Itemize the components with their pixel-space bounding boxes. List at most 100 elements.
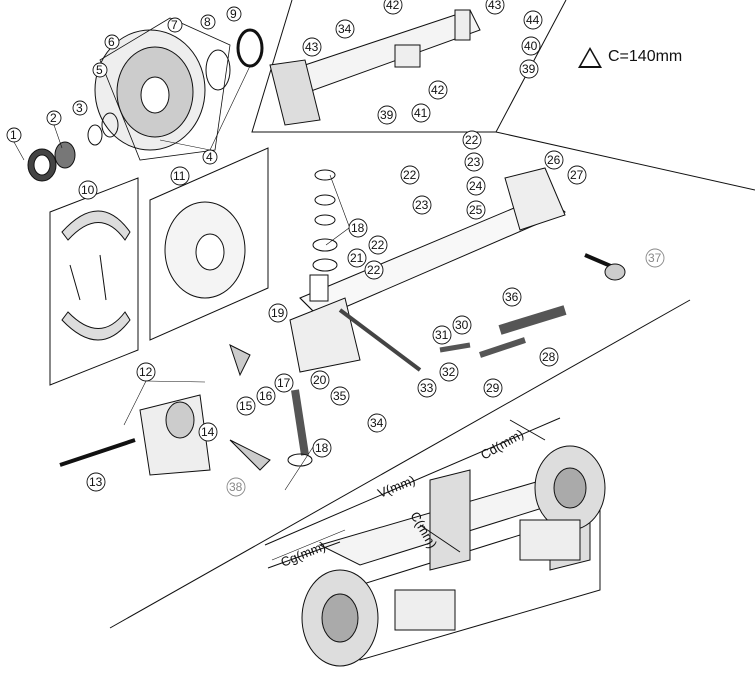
callout-34b [335,19,355,39]
svg-text:26: 26 [547,153,561,167]
callout-36 [502,287,522,307]
callout-42a [383,0,403,15]
svg-text:29: 29 [486,381,500,395]
svg-text:14: 14 [201,425,215,439]
callout-31 [432,325,452,345]
bogie-assembly [301,445,606,667]
axle-beam [289,167,566,373]
svg-text:8: 8 [204,15,211,29]
svg-text:2: 2 [50,111,57,125]
callout-44 [523,10,543,30]
callout-3 [72,100,88,116]
callout-43b [485,0,505,15]
callout-22b [462,130,482,150]
callout-26 [544,150,564,170]
svg-text:22: 22 [465,133,479,147]
svg-text:24: 24 [469,179,483,193]
callout-34a [367,413,387,433]
dim-label-cg: Cg(mm) [279,538,328,569]
svg-text:22: 22 [367,263,381,277]
callout-5 [92,62,108,78]
svg-text:5: 5 [96,63,103,77]
svg-text:36: 36 [505,290,519,304]
svg-text:9: 9 [230,7,237,21]
steering-knuckle [139,394,211,476]
callout-24 [466,176,486,196]
callout-17 [274,373,294,393]
warning-icon: ! [578,46,602,68]
callout-37 [645,248,665,268]
callout-9 [226,6,242,22]
svg-text:3: 3 [76,101,83,115]
svg-text:41: 41 [414,106,428,120]
clearance-note: ! C=140mm [578,42,748,72]
svg-text:27: 27 [570,168,584,182]
callout-19 [268,303,288,323]
callout-14 [198,422,218,442]
svg-text:11: 11 [173,169,186,183]
svg-text:22: 22 [403,168,417,182]
callout-22d [364,260,384,280]
svg-text:1: 1 [10,128,17,142]
svg-text:10: 10 [81,183,95,197]
callout-8 [200,14,216,30]
callout-25 [466,200,486,220]
dim-line-v [264,417,561,546]
backing-plate-panel [149,147,269,341]
callout-10 [78,180,98,200]
callout-22a [400,165,420,185]
callout-39b [377,105,397,125]
dim-label-cd: Cd(mm) [478,426,526,462]
callout-35 [330,386,350,406]
svg-text:7: 7 [171,18,178,32]
callout-7 [167,17,183,33]
svg-text:37: 37 [648,251,662,265]
svg-text:34: 34 [338,22,352,36]
svg-text:20: 20 [313,373,327,387]
callout-41 [411,103,431,123]
svg-text:21: 21 [350,251,364,265]
svg-text:12: 12 [139,365,153,379]
svg-text:34: 34 [370,416,384,430]
callout-28 [539,347,559,367]
svg-text:31: 31 [435,328,449,342]
callout-13 [86,472,106,492]
callout-27 [567,165,587,185]
svg-text:39: 39 [380,108,394,122]
callout-32 [439,362,459,382]
brake-shoe-panel [49,177,139,386]
svg-text:44: 44 [526,13,540,27]
svg-text:39: 39 [522,62,536,76]
svg-text:18: 18 [351,221,365,235]
svg-text:15: 15 [239,399,253,413]
callout-15 [236,396,256,416]
svg-text:23: 23 [467,155,481,169]
svg-text:25: 25 [469,203,483,217]
hub-cap [27,141,76,182]
callout-38 [226,477,246,497]
callout-6 [104,34,120,50]
dim-label-v: V(mm) [376,472,418,501]
svg-text:32: 32 [442,365,456,379]
svg-text:42: 42 [431,83,445,97]
callout-39a [519,59,539,79]
callout-33 [417,378,437,398]
svg-text:28: 28 [542,350,556,364]
svg-text:33: 33 [420,381,434,395]
svg-text:38: 38 [229,480,243,494]
callout-16 [256,386,276,406]
callout-29 [483,378,503,398]
svg-text:23: 23 [415,198,429,212]
callout-11 [170,166,190,186]
callout-42b [428,80,448,100]
svg-text:35: 35 [333,389,347,403]
svg-text:19: 19 [271,306,285,320]
callout-18b [312,438,332,458]
svg-text:40: 40 [524,39,538,53]
svg-text:13: 13 [89,475,103,489]
svg-text:43: 43 [305,40,319,54]
svg-text:18: 18 [315,441,329,455]
callout-21 [347,248,367,268]
svg-text:42: 42 [386,0,400,12]
